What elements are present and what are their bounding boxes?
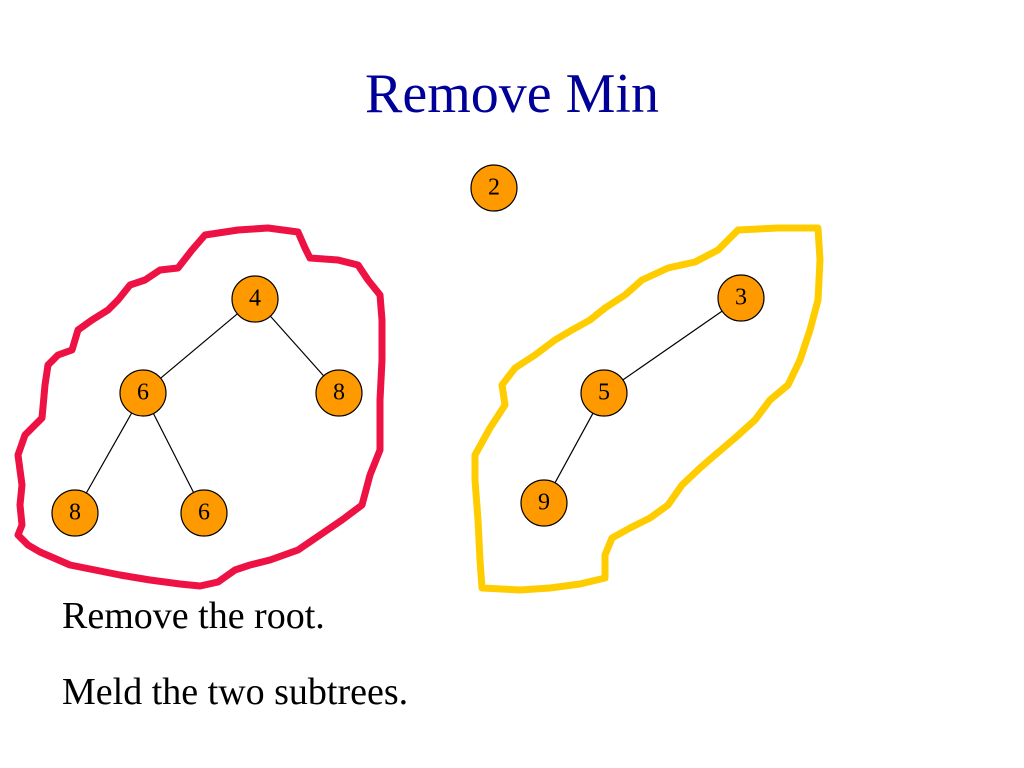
right-subtree-node: 3 xyxy=(717,274,765,322)
node-circle xyxy=(470,164,518,212)
node-label: 6 xyxy=(198,500,210,526)
left-subtree-node: 8 xyxy=(315,369,363,417)
node-label: 3 xyxy=(735,285,747,311)
left-subtree-node: 6 xyxy=(119,369,167,417)
node-label: 8 xyxy=(69,500,81,526)
left-subtree-node: 6 xyxy=(180,489,228,537)
node-circle xyxy=(180,489,228,537)
tree-edge xyxy=(554,412,594,484)
node-circle xyxy=(315,369,363,417)
right-subtree-node: 5 xyxy=(580,369,628,417)
tree-nodes: 2 4 6 8 8 6 3 5 9 xyxy=(51,164,765,537)
tree-edge xyxy=(160,313,238,379)
node-circle xyxy=(580,369,628,417)
node-label: 4 xyxy=(249,286,261,312)
right-subtree-node: 9 xyxy=(520,479,568,527)
node-circle xyxy=(51,489,99,537)
tree-edge xyxy=(85,412,133,494)
text-line-meld-subtrees: Meld the two subtrees. xyxy=(62,671,409,713)
node-circle xyxy=(119,369,167,417)
tree-edge xyxy=(269,315,325,377)
left-subtree-node: 4 xyxy=(231,275,279,323)
node-circle xyxy=(520,479,568,527)
node-label: 2 xyxy=(488,175,500,201)
node-circle xyxy=(717,274,765,322)
left-subtree-node: 8 xyxy=(51,489,99,537)
node-circle xyxy=(231,275,279,323)
left-subtree-outline xyxy=(14,224,386,590)
slide-title: Remove Min xyxy=(365,63,659,125)
removed-root-node: 2 xyxy=(470,164,518,212)
tree-edge xyxy=(152,413,195,493)
heap-diagram: 2 4 6 8 8 6 3 5 9 xyxy=(14,164,824,594)
tree-edge xyxy=(622,310,723,381)
node-label: 5 xyxy=(598,380,610,406)
node-label: 8 xyxy=(333,380,345,406)
tree-edges xyxy=(85,310,723,494)
node-label: 9 xyxy=(538,490,550,516)
right-subtree-outline xyxy=(471,224,824,594)
node-label: 6 xyxy=(137,380,149,406)
text-line-remove-root: Remove the root. xyxy=(62,595,325,637)
